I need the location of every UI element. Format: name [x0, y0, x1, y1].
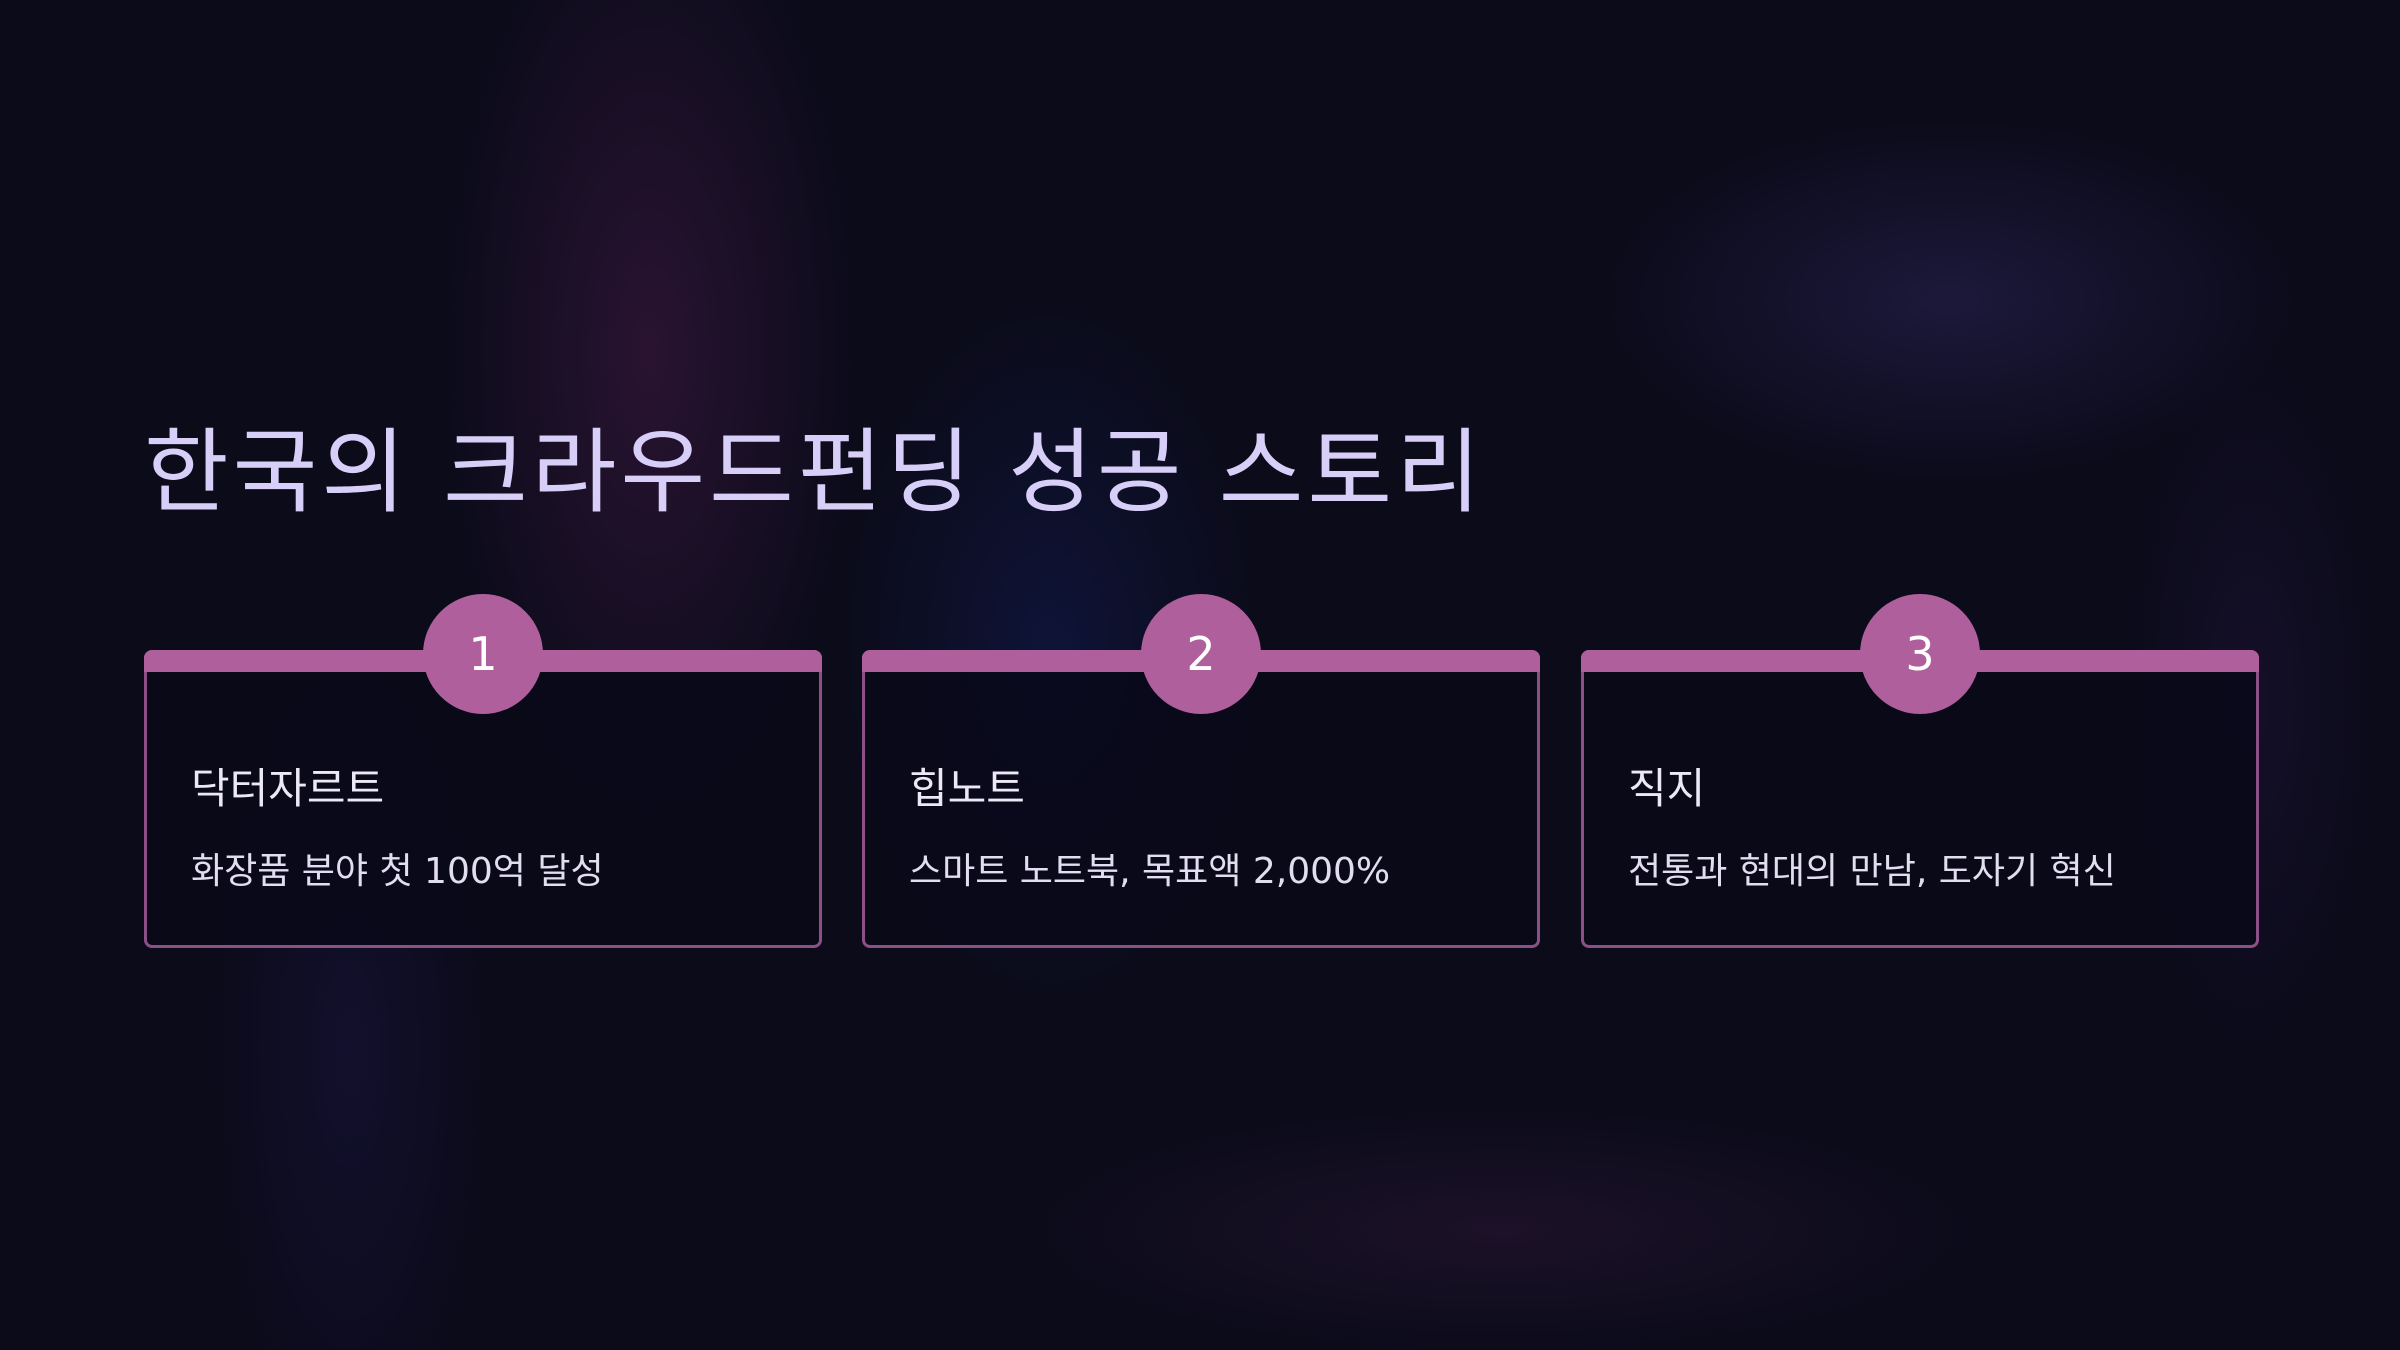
card-title: 닥터자르트	[191, 764, 385, 813]
story-card-1: 1 닥터자르트 화장품 분야 첫 100억 달성	[144, 594, 822, 948]
slide-title: 한국의 크라우드펀딩 성공 스토리	[144, 419, 1485, 526]
card-number-badge: 2	[1141, 594, 1261, 714]
story-card-3: 3 직지 전통과 현대의 만남, 도자기 혁신	[1581, 594, 2259, 948]
card-title: 힙노트	[909, 764, 1025, 813]
card-description: 화장품 분야 첫 100억 달성	[191, 851, 604, 892]
story-card-2: 2 힙노트 스마트 노트북, 목표액 2,000%	[862, 594, 1540, 948]
card-description: 스마트 노트북, 목표액 2,000%	[909, 851, 1391, 892]
card-number-badge: 3	[1860, 594, 1980, 714]
card-number-badge: 1	[423, 594, 543, 714]
card-title: 직지	[1628, 764, 1706, 813]
card-description: 전통과 현대의 만남, 도자기 혁신	[1628, 851, 2116, 892]
